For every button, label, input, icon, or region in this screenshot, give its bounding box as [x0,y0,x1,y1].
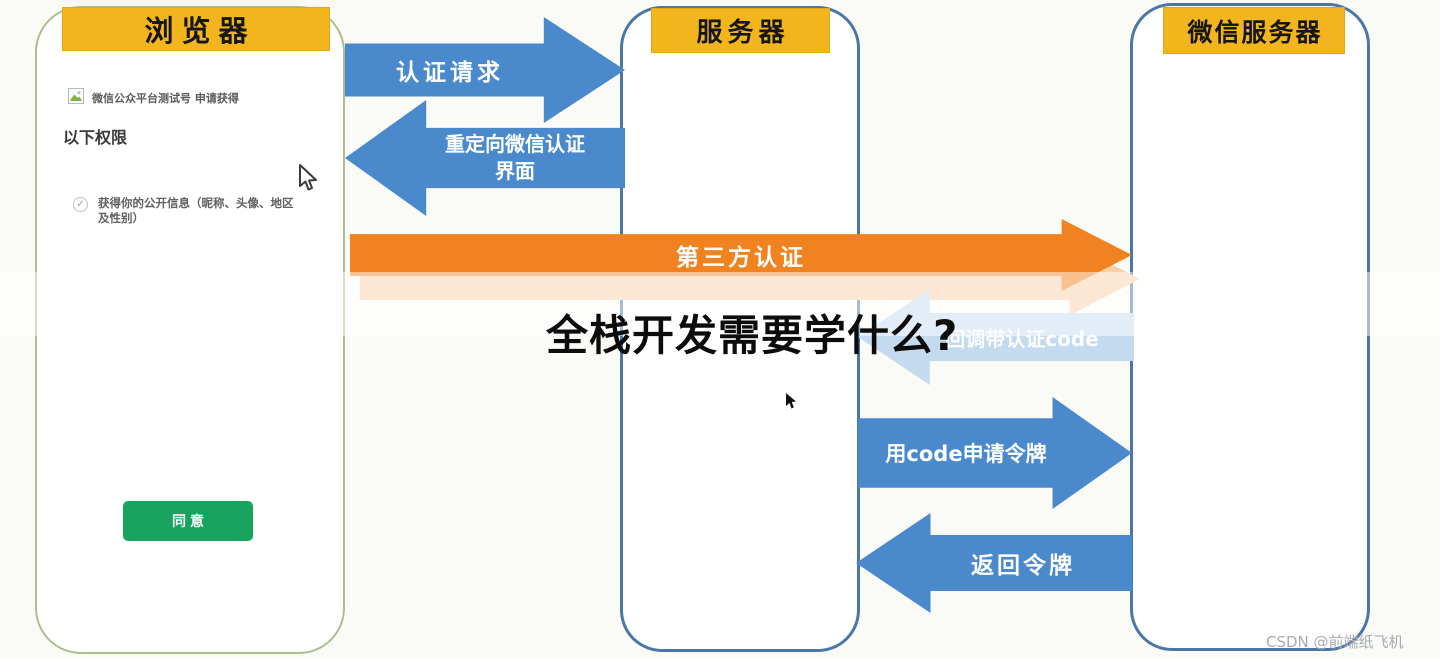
agree-button[interactable]: 同意 [123,501,253,541]
permission-item-label: 获得你的公开信息（昵称、头像、地区及性别） [98,196,294,225]
arrow-redirect-label-line2: 界面 [495,159,535,183]
server-header: 服务器 [651,8,830,53]
arrow-request-token-with-code: 用code申请令牌 [858,397,1132,509]
arrow-auth-request-label: 认证请求 [396,60,504,86]
caption-band [0,272,1440,336]
arrow-redirect-label-line1: 重定向微信认证 [445,132,585,156]
permissions-heading: 以下权限 [63,128,128,147]
browser-header-label: 浏览器 [144,14,256,48]
arrow-return-token-label: 返回令牌 [971,553,1075,579]
mouse-cursor-small-icon [784,392,798,414]
arrow-auth-request: 认证请求 [345,17,625,123]
wechat-server-header-label: 微信服务器 [1187,17,1323,47]
server-header-label: 服务器 [696,18,790,48]
image-placeholder-icon [68,88,84,108]
arrow-return-token: 返回令牌 [856,513,1132,613]
arrow-request-token-label: 用code申请令牌 [885,442,1047,466]
arrow-third-party-label: 第三方认证 [676,245,806,271]
wechat-server-header: 微信服务器 [1163,7,1345,54]
checkbox-checked-icon[interactable]: ✓ [73,197,88,212]
page-title: 全栈开发需要学什么? [546,311,959,360]
oauth-app-line-text: 微信公众平台测试号 申请获得 [92,92,239,105]
arrow-redirect-wechat-auth: 重定向微信认证 界面 [345,100,625,216]
csdn-watermark: CSDN @前端纸飞机 [1266,633,1404,651]
browser-header: 浏览器 [62,7,330,51]
mouse-cursor-icon [296,163,320,197]
oauth-app-line: 微信公众平台测试号 申请获得 [68,88,239,108]
permission-row: ✓ 获得你的公开信息（昵称、头像、地区及性别） [73,196,300,226]
